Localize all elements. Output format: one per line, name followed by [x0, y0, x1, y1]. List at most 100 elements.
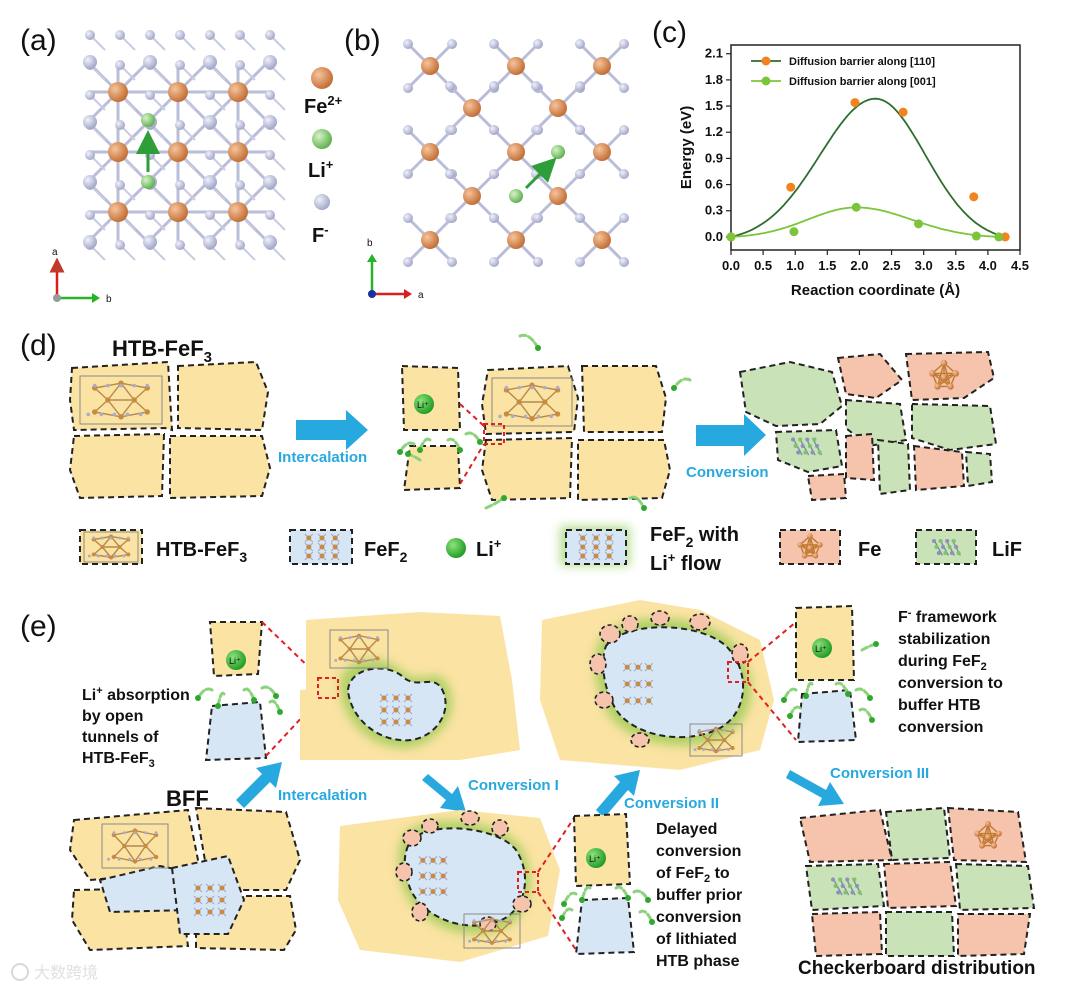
fe-cluster-icon: [929, 359, 959, 390]
f-atom: [83, 235, 97, 249]
f-atom: [83, 115, 97, 129]
x-tick-label: 1.0: [786, 258, 804, 273]
fe-blob: [731, 643, 749, 665]
y-tick-label: 1.2: [705, 124, 723, 139]
f-atom: [403, 213, 413, 223]
li-ion: [477, 439, 483, 445]
li-ion: [803, 693, 809, 699]
conversion-label-d: Conversion: [686, 464, 769, 481]
fef2-legend-icon: [304, 533, 340, 561]
y-tick-label: 1.8: [705, 72, 723, 87]
legend-fe: Fe2+: [304, 93, 343, 118]
f-atom: [403, 83, 413, 93]
f-atom: [115, 60, 125, 70]
checker-cell: [798, 808, 894, 864]
li-migration-arrow: [524, 157, 557, 190]
li-tag-e1: Li⁺: [229, 656, 241, 666]
f-atom: [531, 81, 541, 91]
x-tick-label: 2.0: [850, 258, 868, 273]
f-atom: [619, 169, 629, 179]
panel-c-label: (c): [652, 16, 687, 49]
li-ion: [845, 691, 851, 697]
fe-atom: [168, 202, 188, 222]
fe-blob: [421, 818, 439, 834]
f-atom: [445, 169, 455, 179]
f-atom: [85, 30, 95, 40]
checker-cell: [957, 913, 1032, 958]
f-atom: [175, 180, 185, 190]
fef2-structure-inset-e1: [379, 693, 413, 727]
f-atom: [203, 235, 217, 249]
f-atom: [235, 240, 245, 250]
fe-blob: [402, 829, 422, 847]
li-flow-streaks-e2: [781, 641, 879, 723]
li-ion: [579, 897, 585, 903]
x-tick-label: 4.5: [1011, 258, 1029, 273]
htb-structure-inset-lithiated: [491, 377, 573, 427]
f-atom: [175, 120, 185, 130]
f-atom: [145, 30, 155, 40]
f-atom: [115, 240, 125, 250]
axis-b-label: b: [106, 294, 112, 305]
x-tick-label: 0.5: [754, 258, 772, 273]
y-axis-label: Energy (eV): [678, 106, 695, 189]
li-flow-streaks-e1: [195, 685, 283, 715]
li-atom: [141, 175, 155, 189]
legend-marker: [761, 76, 771, 86]
legend-flow-line2: Li+ flow: [650, 550, 721, 575]
legend-f: F-: [312, 222, 329, 247]
legend-marker: [761, 56, 771, 66]
li-ion: [649, 919, 655, 925]
legend-label: Diffusion barrier along [110]: [789, 56, 935, 68]
f-atom: [447, 39, 457, 49]
f-atom: [265, 150, 275, 160]
fe-atom: [463, 99, 481, 117]
f-atom: [265, 210, 275, 220]
htb-structure-inset-e3: [463, 913, 521, 949]
li-ion: [787, 713, 793, 719]
panel-d: (d) HTB-FeF3 Intercalation Li⁺: [20, 329, 998, 511]
fe-atom: [463, 187, 481, 205]
li-ion: [535, 345, 541, 351]
li-flow-streaks-d: [397, 333, 692, 511]
f-atom: [263, 55, 277, 69]
data-point: [914, 219, 924, 229]
fef2-flow-legend-icon: [578, 533, 614, 561]
fe-atom: [168, 82, 188, 102]
f-atom: [403, 169, 413, 179]
fe-atom: [593, 143, 611, 161]
f-atom: [489, 125, 499, 135]
data-point: [971, 231, 981, 241]
y-tick-label: 2.1: [705, 46, 723, 61]
f-atom: [205, 150, 215, 160]
fe-blob: [599, 624, 621, 644]
f-atom: [203, 175, 217, 189]
f-atom: [265, 90, 275, 100]
panel-a-axes: a b: [49, 247, 112, 305]
f-atom: [533, 39, 543, 49]
li-ion: [501, 495, 507, 501]
f-atom: [115, 30, 125, 40]
f-atom: [533, 125, 543, 135]
fe-legend-icon: [797, 533, 823, 559]
intercalation-arrow-d: Intercalation: [278, 410, 368, 466]
x-tick-label: 0.0: [722, 258, 740, 273]
legend-flow-line1: FeF2 with: [650, 524, 739, 550]
f-atom: [115, 180, 125, 190]
f-atom: [619, 39, 629, 49]
crystal-legend: Fe2+ Li+ F-: [304, 67, 343, 247]
y-tick-label: 0.3: [705, 203, 723, 218]
fe-atom: [507, 231, 525, 249]
fe-blob: [491, 819, 509, 837]
li-ion: [457, 447, 463, 453]
fef2-structure-inset-e3: [418, 856, 448, 896]
fe-atom: [549, 99, 567, 117]
li-ion: [561, 901, 567, 907]
watermark-text: 大数跨境: [34, 963, 98, 982]
f-atom: [85, 150, 95, 160]
f-atom: [145, 210, 155, 220]
x-tick-label: 4.0: [979, 258, 997, 273]
